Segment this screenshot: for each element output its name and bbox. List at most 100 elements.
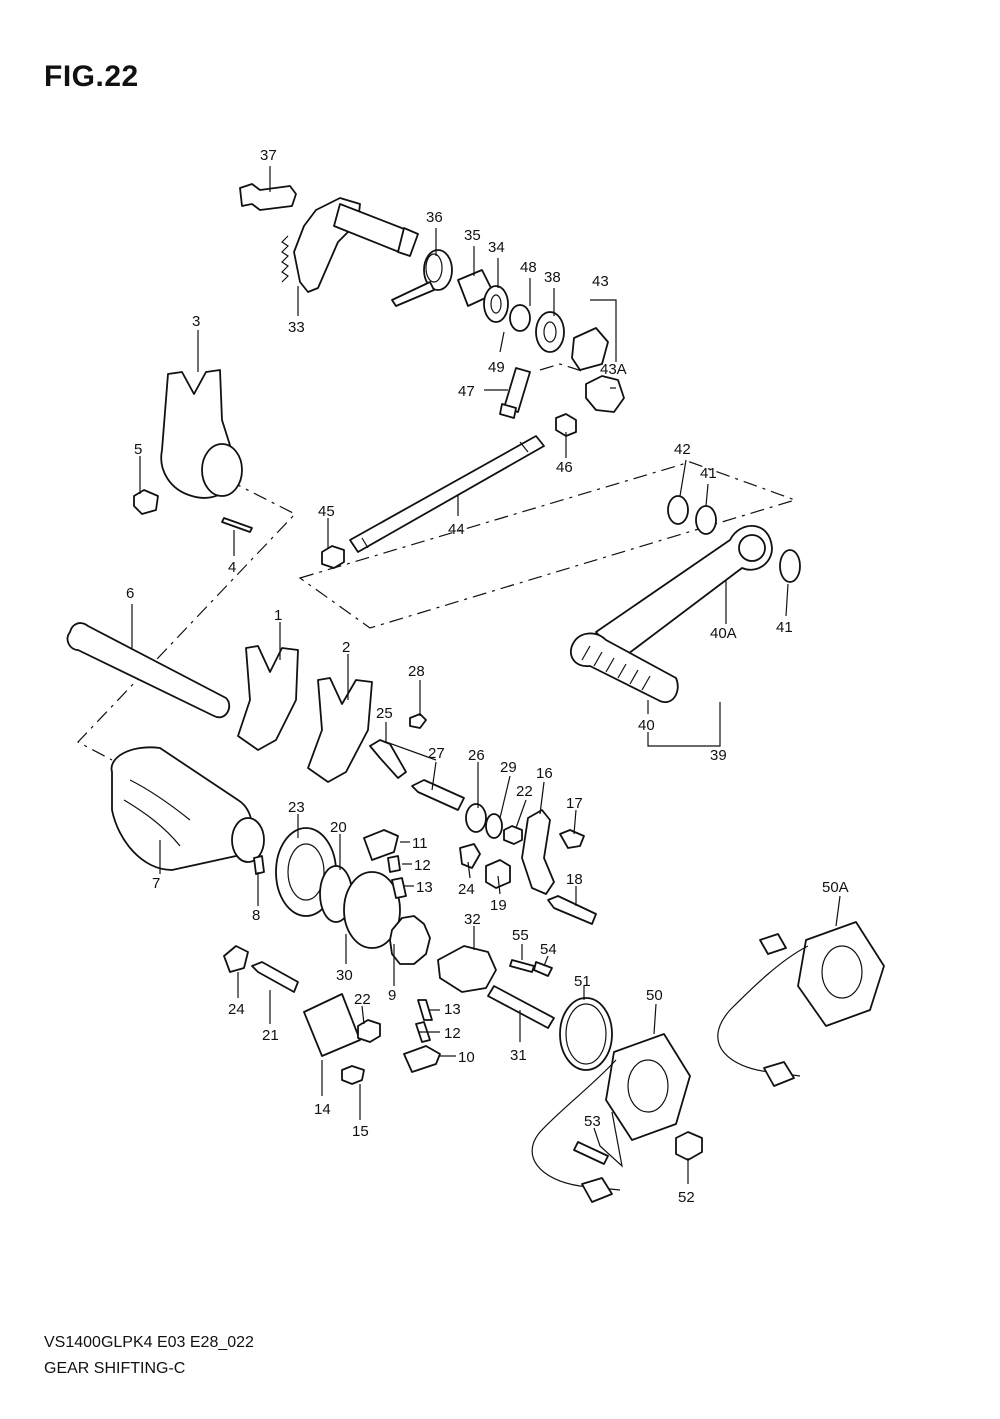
gearshift-shaft-assembly: [239, 183, 625, 437]
pin-5: [133, 489, 159, 515]
cotter-pin-4: [221, 517, 253, 533]
sensor-50A-connector-upper: [759, 933, 787, 955]
figure-title: FIG.22: [44, 60, 139, 93]
assembly-outline-cam: [539, 363, 586, 373]
washer-34: [483, 285, 509, 323]
washer-29: [485, 813, 503, 839]
bolt-31: [487, 985, 555, 1029]
assembly-outline-shaft: [298, 461, 797, 629]
callout-29: 29: [500, 759, 517, 776]
callout-43: 43: [592, 273, 609, 290]
callout-52: 52: [678, 1189, 695, 1206]
callout-55: 55: [512, 927, 529, 944]
shaft-44-body: [349, 435, 545, 553]
drum-end: [231, 817, 265, 863]
callout-13-lower: 13: [444, 1001, 461, 1018]
screw-17: [559, 829, 585, 849]
circlip-48: [509, 304, 531, 332]
lever-40A: [595, 524, 773, 661]
callout-12-lower: 12: [444, 1025, 461, 1042]
callout-49: 49: [488, 359, 505, 376]
callout-36: 36: [426, 209, 443, 226]
cam-stopper-group: [223, 827, 555, 1085]
callout-41: 41: [700, 465, 717, 482]
model-code: VS1400GLPK4 E03 E28_022: [44, 1334, 254, 1351]
nut-46: [555, 413, 577, 437]
callout-44: 44: [448, 521, 465, 538]
spring-36-arm: [391, 281, 435, 307]
nut-45: [321, 545, 345, 569]
nut-22-upper: [503, 825, 523, 845]
bolt-21: [251, 961, 299, 993]
callout-15: 15: [352, 1123, 369, 1140]
shift-fork-3: [133, 369, 253, 533]
screw-15: [341, 1065, 365, 1085]
gearshift-lever-assembly: [569, 495, 801, 703]
cam-lever-43: [571, 327, 609, 371]
callout-45: 45: [318, 503, 335, 520]
ratchet-group: [363, 713, 597, 977]
leader-lines: [131, 166, 841, 1184]
bearing-38: [535, 311, 565, 353]
callout-37: 37: [260, 147, 277, 164]
callout-22-lower: 22: [354, 991, 371, 1008]
spring-13-upper: [391, 877, 407, 899]
screw-18: [547, 895, 597, 925]
callout-40A: 40A: [710, 625, 737, 642]
callout-27: 27: [428, 745, 445, 762]
spring-13-lower: [417, 999, 433, 1021]
shift-cam-drum-7: [110, 746, 265, 875]
callout-22: 22: [516, 783, 533, 800]
callout-14: 14: [314, 1101, 331, 1118]
section-name: GEAR SHIFTING-C: [44, 1360, 186, 1377]
callout-38: 38: [544, 269, 561, 286]
callout-24: 24: [458, 881, 475, 898]
cam-lever-43A: [585, 375, 625, 413]
callout-51: 51: [574, 973, 591, 990]
callout-46: 46: [556, 459, 573, 476]
spring-36: [423, 249, 453, 291]
circlip-42: [667, 495, 689, 525]
assembly-outline-fork-left: [77, 479, 296, 761]
gear-position-sensor-group: [531, 921, 885, 1203]
callout-16: 16: [536, 765, 553, 782]
callout-32: 32: [464, 911, 481, 928]
bolt-47-head: [499, 403, 517, 419]
callout-40: 40: [638, 717, 655, 734]
callout-12: 12: [414, 857, 431, 874]
callout-labels: 37 33 36 35 34 48 38 43 49 47 43A 46 44 …: [126, 147, 849, 1206]
shift-fork-2: [307, 677, 373, 783]
retainer-14: [303, 993, 361, 1057]
callout-3: 3: [192, 313, 200, 330]
bolt-37: [239, 183, 297, 211]
gear-9: [389, 915, 431, 965]
pin-12-upper: [387, 855, 401, 873]
lever-boss: [738, 534, 766, 562]
callout-6: 6: [126, 585, 134, 602]
bolt-47: [503, 367, 531, 413]
callout-25: 25: [376, 705, 393, 722]
pawl-11: [363, 829, 399, 861]
cam-plate-30: [343, 871, 401, 949]
callout-7: 7: [152, 875, 160, 892]
washer-28: [409, 713, 427, 729]
sensor-50-connector: [581, 1177, 613, 1203]
sensor-50A-harness: [717, 945, 809, 1077]
callout-1: 1: [274, 607, 282, 624]
callout-41-lower: 41: [776, 619, 793, 636]
callout-28: 28: [408, 663, 425, 680]
sensor-50A: [797, 921, 885, 1027]
stopper-arm-25: [369, 739, 407, 779]
callout-30: 30: [336, 967, 353, 984]
callout-31: 31: [510, 1047, 527, 1064]
callout-4: 4: [228, 559, 236, 576]
cap-nut-52: [675, 1131, 703, 1161]
callout-21: 21: [262, 1027, 279, 1044]
sensor-50: [605, 1033, 691, 1141]
callout-13: 13: [416, 879, 433, 896]
washer-41-lower: [779, 549, 801, 583]
link-plate-16: [521, 809, 555, 895]
callout-10: 10: [458, 1049, 475, 1066]
callout-34: 34: [488, 239, 505, 256]
